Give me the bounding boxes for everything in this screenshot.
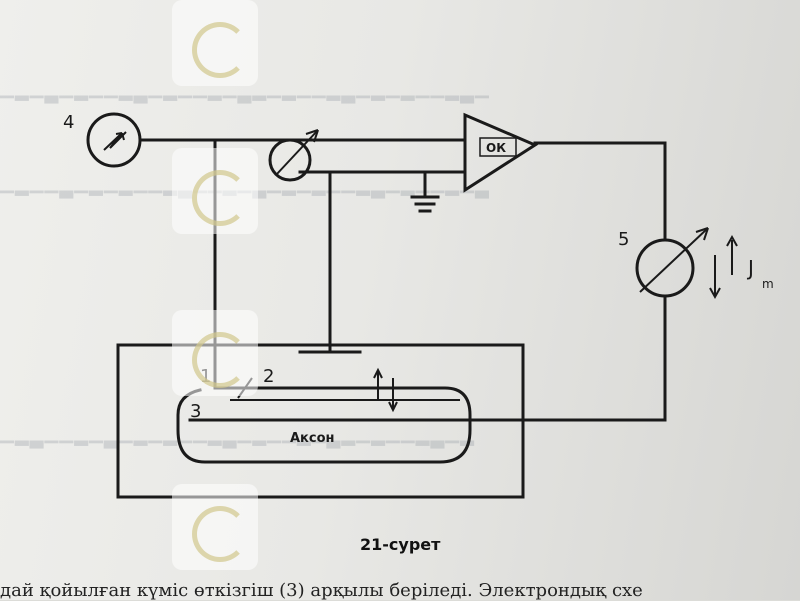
label-5: 5 — [618, 229, 629, 250]
bath-chamber — [116, 343, 525, 499]
axon-label: Аксон — [290, 431, 335, 446]
label-4: 4 — [63, 112, 74, 133]
watermark-logo — [172, 484, 258, 570]
label-3: 3 — [190, 401, 201, 422]
current-arrows — [709, 234, 738, 300]
wire-return — [188, 294, 667, 422]
axon-shape — [176, 386, 472, 464]
figure-caption: 21-сурет — [360, 535, 441, 554]
inner-current-arrows — [373, 367, 398, 413]
current-subscript: m — [762, 277, 774, 291]
current-meter-symbol — [635, 227, 709, 298]
watermark-logo — [172, 0, 258, 86]
ground-symbol — [410, 170, 440, 213]
label-2: 2 — [263, 366, 274, 387]
watermark-logo — [172, 310, 258, 396]
body-text-line: дай қойылған күміс өткізгіш (3) арқылы б… — [0, 580, 643, 601]
current-symbol: J — [746, 256, 754, 280]
amplifier-symbol — [463, 112, 539, 193]
watermark-logo — [172, 148, 258, 234]
stimulator-symbol — [86, 112, 142, 168]
wire-output — [533, 141, 667, 242]
amplifier-label: ОК — [486, 141, 506, 155]
